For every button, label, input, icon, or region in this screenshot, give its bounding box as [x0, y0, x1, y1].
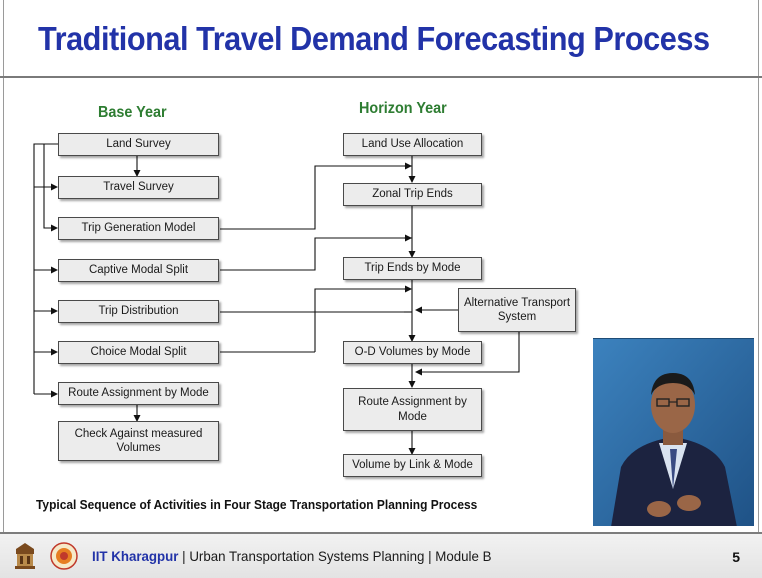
footer-separator-1: |: [178, 548, 190, 564]
slide-frame-left: [3, 0, 4, 532]
institute-seal-icon: [50, 542, 78, 570]
alternative-transport-system-box: Alternative Transport System: [458, 288, 576, 332]
footer-institute: IIT Kharagpur: [92, 548, 179, 564]
base-step-check-against-measured-volumes: Check Against measured Volumes: [58, 421, 219, 461]
flowchart-connectors: [33, 143, 520, 455]
base-step-route-assignment-by-mode: Route Assignment by Mode: [58, 382, 219, 405]
base-step-captive-modal-split: Captive Modal Split: [58, 259, 219, 282]
page-number: 5: [732, 549, 740, 565]
base-step-travel-survey: Travel Survey: [58, 176, 219, 199]
slide-header: Traditional Travel Demand Forecasting Pr…: [0, 0, 762, 78]
base-step-trip-distribution: Trip Distribution: [58, 300, 219, 323]
horizon-step-od-volumes-by-mode: O-D Volumes by Mode: [343, 341, 482, 364]
slide-footer: IIT Kharagpur | Urban Transportation Sys…: [0, 532, 762, 578]
slide-frame-right: [758, 0, 759, 532]
slide-title: Traditional Travel Demand Forecasting Pr…: [38, 20, 710, 57]
presenter-image: [593, 339, 754, 526]
base-step-trip-generation-model: Trip Generation Model: [58, 217, 219, 240]
footer-separator-2: |: [424, 548, 436, 564]
footer-module: Module B: [435, 548, 492, 564]
diagram-caption: Typical Sequence of Activities in Four S…: [36, 497, 478, 512]
horizon-step-route-assignment-by-mode: Route Assignment by Mode: [343, 388, 482, 431]
horizon-step-land-use-allocation: Land Use Allocation: [343, 133, 482, 156]
horizon-step-zonal-trip-ends: Zonal Trip Ends: [343, 183, 482, 206]
horizon-step-volume-by-link-and-mode: Volume by Link & Mode: [343, 454, 482, 477]
base-step-choice-modal-split: Choice Modal Split: [58, 341, 219, 364]
iit-kharagpur-emblem-icon: [15, 543, 35, 569]
base-year-heading: Base Year: [98, 104, 167, 121]
footer-course-line: IIT Kharagpur | Urban Transportation Sys…: [92, 548, 491, 564]
horizon-year-heading: Horizon Year: [359, 100, 447, 117]
horizon-step-trip-ends-by-mode: Trip Ends by Mode: [343, 257, 482, 280]
presenter-video: [593, 338, 754, 526]
base-step-land-survey: Land Survey: [58, 133, 219, 156]
footer-course: Urban Transportation Systems Planning: [189, 548, 425, 564]
